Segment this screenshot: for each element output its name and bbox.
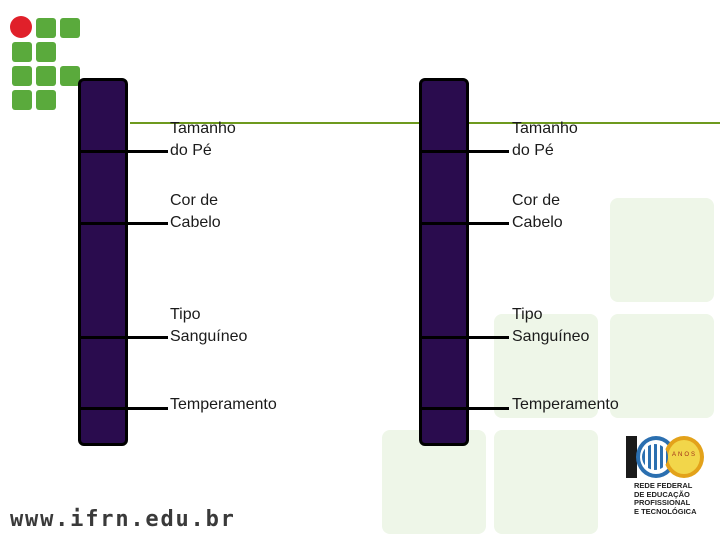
left-chromosome-band — [78, 222, 168, 225]
right-gene-label-temperament: Temperamento — [512, 396, 619, 413]
logo-cell — [12, 90, 32, 110]
left-gene-label-temperament: Temperamento — [170, 396, 277, 413]
logo-cell — [36, 90, 56, 110]
badge-100-anos: ANOS REDE FEDERAL DE EDUCAÇÃO PROFISSION… — [622, 432, 710, 532]
left-chromosome-band — [78, 336, 168, 339]
right-chromosome — [419, 78, 469, 446]
right-gene-label-blood-type: Tipo Sanguíneo — [512, 306, 590, 345]
logo-cell — [36, 42, 56, 62]
right-chromosome-band — [419, 336, 509, 339]
left-chromosome-band — [78, 407, 168, 410]
logo-cell — [36, 18, 56, 38]
left-chromosome — [78, 78, 128, 446]
right-chromosome-band — [419, 150, 509, 153]
right-chromosome-band — [419, 407, 509, 410]
decorative-square — [610, 198, 714, 302]
badge-caption: REDE FEDERAL DE EDUCAÇÃO PROFISSIONAL E … — [634, 481, 697, 516]
badge-digit-one — [626, 436, 637, 478]
logo-cell — [60, 18, 80, 38]
badge-stripes — [642, 444, 668, 470]
logo-cell — [36, 66, 56, 86]
decorative-square — [382, 430, 486, 534]
left-chromosome-band — [78, 150, 168, 153]
left-gene-label-blood-type: Tipo Sanguíneo — [170, 306, 248, 345]
decorative-square — [494, 430, 598, 534]
logo-red-dot — [10, 16, 32, 38]
logo-cell — [60, 66, 80, 86]
ifrn-logo — [10, 16, 82, 112]
footer-url: www.ifrn.edu.br — [10, 507, 236, 532]
right-gene-label-foot-size: Tamanho do Pé — [512, 120, 578, 159]
right-chromosome-band — [419, 222, 509, 225]
decorative-square — [610, 314, 714, 418]
left-gene-label-hair-color: Cor de Cabelo — [170, 192, 221, 231]
left-gene-label-foot-size: Tamanho do Pé — [170, 120, 236, 159]
badge-anos-text: ANOS — [672, 452, 698, 458]
logo-cell — [12, 66, 32, 86]
badge-ring-yellow — [664, 436, 704, 478]
right-gene-label-hair-color: Cor de Cabelo — [512, 192, 563, 231]
decorative-square — [494, 314, 598, 418]
logo-cell — [12, 42, 32, 62]
